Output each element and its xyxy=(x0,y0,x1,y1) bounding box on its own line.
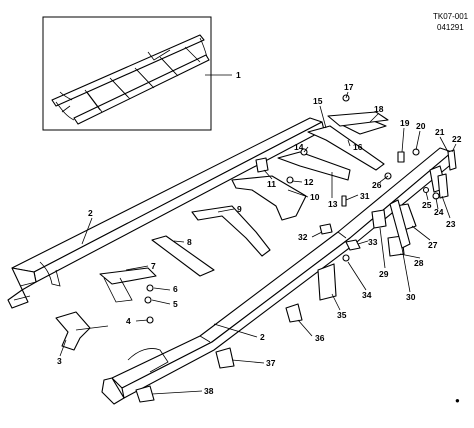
callout-32: 32 xyxy=(298,232,308,242)
crossmember-18 xyxy=(327,111,389,127)
crossmember-13 xyxy=(277,151,351,181)
bracket-29 xyxy=(371,209,387,229)
callout-4: 4 xyxy=(126,316,131,326)
callout-labels: 1 2 2 3 4 5 6 7 8 9 10 11 12 13 14 15 16… xyxy=(57,70,462,396)
callout-28: 28 xyxy=(414,258,424,268)
callout-2b: 2 xyxy=(260,332,265,342)
callout-29: 29 xyxy=(379,269,389,279)
bracket-23 xyxy=(437,173,449,199)
callout-7: 7 xyxy=(151,261,156,271)
callout-2: 2 xyxy=(88,208,93,218)
callout-12: 12 xyxy=(304,177,314,187)
callout-19: 19 xyxy=(400,118,410,128)
bracket-3 xyxy=(55,311,91,351)
callout-38: 38 xyxy=(204,386,214,396)
callout-23: 23 xyxy=(446,219,456,229)
callout-8: 8 xyxy=(187,237,192,247)
bracket-38 xyxy=(135,385,155,403)
frame-rail-upper xyxy=(7,117,325,309)
bolt-6 xyxy=(146,284,154,292)
crossmember-8 xyxy=(151,235,215,277)
bracket-35 xyxy=(317,263,337,301)
callout-10: 10 xyxy=(310,192,320,202)
callout-31: 31 xyxy=(360,191,370,201)
leader-lines xyxy=(59,91,457,395)
washer-25 xyxy=(422,186,430,194)
nut-5 xyxy=(144,296,152,304)
callout-5: 5 xyxy=(173,299,178,309)
callout-18: 18 xyxy=(374,104,384,114)
callout-21: 21 xyxy=(435,127,445,137)
callout-24: 24 xyxy=(434,207,444,217)
callout-35: 35 xyxy=(337,310,347,320)
end-marker: ● xyxy=(455,396,460,405)
inset-frame-drawing xyxy=(51,34,210,125)
bolt-22 xyxy=(447,149,457,171)
callout-30: 30 xyxy=(406,292,416,302)
crossmember-9 xyxy=(191,205,271,257)
callout-33: 33 xyxy=(368,237,378,247)
inset-frame-assembly xyxy=(42,16,212,131)
callout-15: 15 xyxy=(313,96,323,106)
bracket-37 xyxy=(215,347,235,369)
bracket-3-rod xyxy=(75,325,109,331)
callout-36: 36 xyxy=(315,333,325,343)
callout-14: 14 xyxy=(294,142,304,152)
callout-6: 6 xyxy=(173,284,178,294)
callout-17: 17 xyxy=(344,82,354,92)
bracket-11 xyxy=(255,157,269,173)
bracket-30 xyxy=(389,199,411,249)
bolt-31 xyxy=(341,195,347,207)
drawing-code: TK07-001 xyxy=(433,12,469,21)
callout-37: 37 xyxy=(266,358,276,368)
callout-34: 34 xyxy=(362,290,372,300)
callout-11: 11 xyxy=(267,179,276,189)
drawing-date-code: 041291 xyxy=(437,23,464,32)
bolt-12 xyxy=(286,176,294,184)
bolt-34 xyxy=(342,254,350,262)
callout-9: 9 xyxy=(237,204,242,214)
callout-27: 27 xyxy=(428,240,438,250)
bracket-36 xyxy=(285,303,303,323)
callout-25: 25 xyxy=(422,200,432,210)
callout-3: 3 xyxy=(57,356,62,366)
bolt-19 xyxy=(397,151,405,163)
callout-16: 16 xyxy=(353,142,363,152)
nut-33 xyxy=(345,239,361,251)
bracket-32 xyxy=(319,223,333,235)
callout-13: 13 xyxy=(328,199,338,209)
callout-22: 22 xyxy=(452,134,462,144)
callout-20: 20 xyxy=(416,121,426,131)
crossmember-7 xyxy=(99,267,157,303)
crossmember-10 xyxy=(231,175,307,221)
callout-26: 26 xyxy=(372,180,382,190)
callout-1: 1 xyxy=(236,70,241,80)
